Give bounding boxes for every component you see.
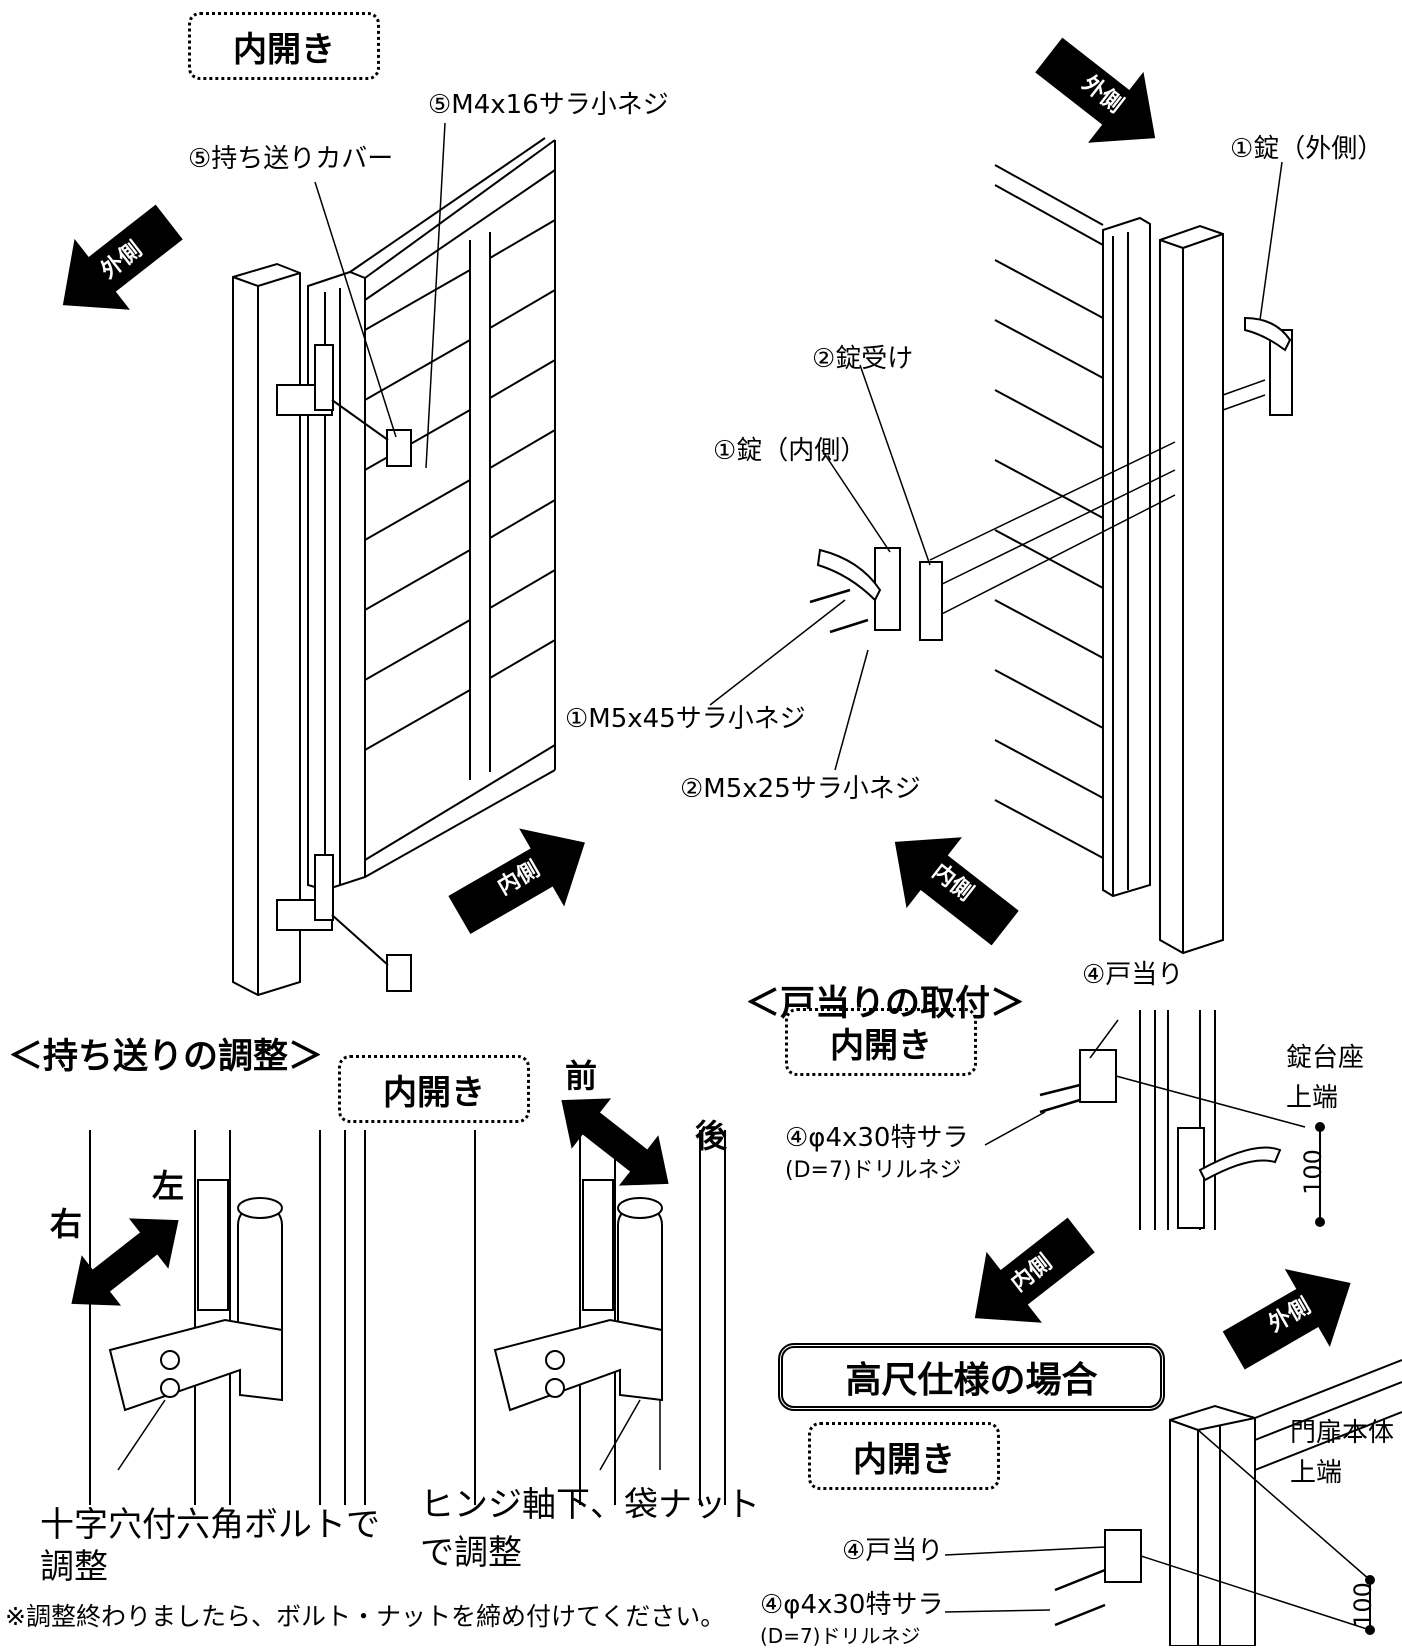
high-spec-detail (944, 1359, 1402, 1646)
arrow-left-right (71, 1218, 179, 1306)
label-carry-cover: ⑤持ち送りカバー (188, 144, 394, 174)
label-lock-outside: ①錠（外側） (1230, 134, 1384, 164)
label-hex-bolt-a: 十字穴付六角ボルトで (40, 1505, 380, 1545)
label-door-top-a: 門扉本体 (1290, 1418, 1395, 1448)
label-screw-m5x25: ②M5x25サラ小ネジ (680, 774, 921, 804)
arrow-inside-right (894, 837, 1019, 946)
arrow-front-back (561, 1098, 669, 1186)
label-drill-screw-2a: ④φ4x30特サラ (760, 1590, 944, 1620)
dimension-100-1: 100 (1298, 1149, 1327, 1195)
label-hinge-nut-a: ヒンジ軸下、袋ナット (420, 1485, 760, 1525)
direction-arrows (62, 37, 1351, 1370)
label-hinge-nut-b: で調整 (420, 1533, 522, 1573)
label-drill-screw-1b: (D=7)ドリルネジ (785, 1158, 962, 1183)
door-stop-detail (984, 1010, 1325, 1230)
label-lock-receiver: ②錠受け (812, 344, 914, 374)
label-screw-m5x45: ①M5x45サラ小ネジ (565, 704, 806, 734)
section-carry-adjust: ＜持ち送りの調整＞ (8, 1037, 324, 1077)
left-gate-post (232, 262, 301, 997)
lock-parts (816, 316, 1293, 641)
hinge-detail-left (89, 1130, 366, 1505)
left-gate-hinges (276, 344, 412, 992)
label-back: 後 (695, 1117, 728, 1155)
label-door-stop-2: ④戸当り (842, 1536, 944, 1566)
label-hex-bolt-b: 調整 (40, 1547, 108, 1587)
left-gate-frame (307, 137, 556, 892)
label-left: 左 (152, 1167, 185, 1205)
label-lock-seat-b: 上端 (1286, 1083, 1339, 1113)
arrow-inside-left (448, 828, 585, 935)
badge-inner-open-hinge: 内開き (338, 1055, 530, 1123)
badge-inner-open-top: 内開き (188, 12, 380, 80)
arrow-outside-right (1035, 37, 1156, 143)
badge-high-spec: 高尺仕様の場合 (778, 1343, 1165, 1411)
label-drill-screw-1a: ④φ4x30特サラ (785, 1123, 969, 1153)
label-door-stop-1: ④戸当り (1082, 960, 1184, 990)
section-door-stop-install: ＜戸当りの取付＞ (745, 984, 1026, 1024)
right-gate-frame (929, 164, 1266, 955)
badge-inner-open-highspec: 内開き (808, 1422, 1000, 1490)
note-tighten: ※調整終わりましたら、ボルト・ナットを締め付けてください。 (5, 1602, 726, 1631)
arrow-outside-doorstop (1222, 1269, 1351, 1370)
arrow-inside-doorstop (974, 1217, 1095, 1323)
hinge-detail-right (474, 1130, 726, 1505)
badge-inner-open-doorstop: 内開き (785, 1008, 977, 1076)
label-screw-m4x16: ⑤M4x16サラ小ネジ (428, 90, 669, 120)
label-door-top-b: 上端 (1290, 1458, 1343, 1488)
label-lock-inside: ①錠（内側） (713, 436, 867, 466)
arrow-outside-left (62, 204, 183, 310)
label-drill-screw-2b: (D=7)ドリルネジ (760, 1624, 921, 1648)
label-front: 前 (565, 1057, 598, 1095)
label-lock-seat-a: 錠台座 (1286, 1043, 1365, 1073)
dimension-100-2: 100 (1348, 1582, 1377, 1628)
label-right: 右 (50, 1205, 83, 1243)
